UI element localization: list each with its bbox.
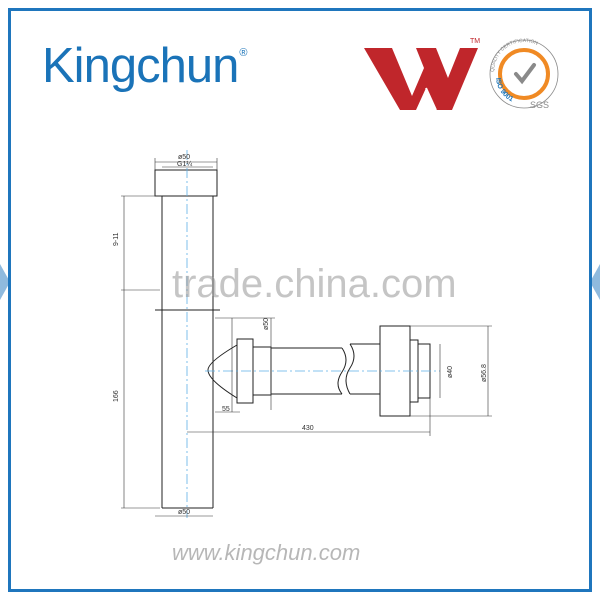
watermark-text: trade.china.com bbox=[172, 262, 457, 306]
dim-branch-dia: ø50 bbox=[263, 318, 270, 330]
top-cap-outline bbox=[154, 169, 218, 197]
dim-height-top: 9-11 bbox=[113, 232, 120, 246]
dim-offset: 55 bbox=[222, 406, 230, 413]
pipe-break-left bbox=[337, 347, 347, 395]
pipe-break-right bbox=[345, 343, 355, 395]
brand-logo: Kingchun® bbox=[42, 39, 247, 93]
dim-outlet-dia: ø40 bbox=[447, 366, 454, 378]
registered-mark: ® bbox=[239, 47, 247, 59]
page-frame bbox=[8, 8, 592, 592]
prev-arrow-icon[interactable] bbox=[0, 264, 10, 300]
iso-sgs-certification-logo: QUALITY CERTIFICATION ISO 9001 SGS bbox=[489, 38, 559, 110]
trademark-mark: TM bbox=[470, 38, 481, 45]
w-mark-logo bbox=[364, 48, 478, 111]
website-url: www.kingchun.com bbox=[172, 540, 361, 565]
brand-name: Kingchun bbox=[42, 39, 239, 93]
sgs-text: SGS bbox=[530, 100, 549, 110]
dim-top-thread: G1¼ bbox=[177, 161, 192, 168]
dim-height: 166 bbox=[113, 390, 120, 402]
dim-length: 430 bbox=[302, 425, 314, 432]
dim-flange-dia: ø56.8 bbox=[481, 364, 488, 382]
dim-top-outer: ø50 bbox=[178, 154, 190, 161]
branch-bulb bbox=[207, 344, 238, 399]
dim-bottom-dia: ø50 bbox=[178, 509, 190, 516]
next-arrow-icon[interactable] bbox=[590, 264, 600, 300]
